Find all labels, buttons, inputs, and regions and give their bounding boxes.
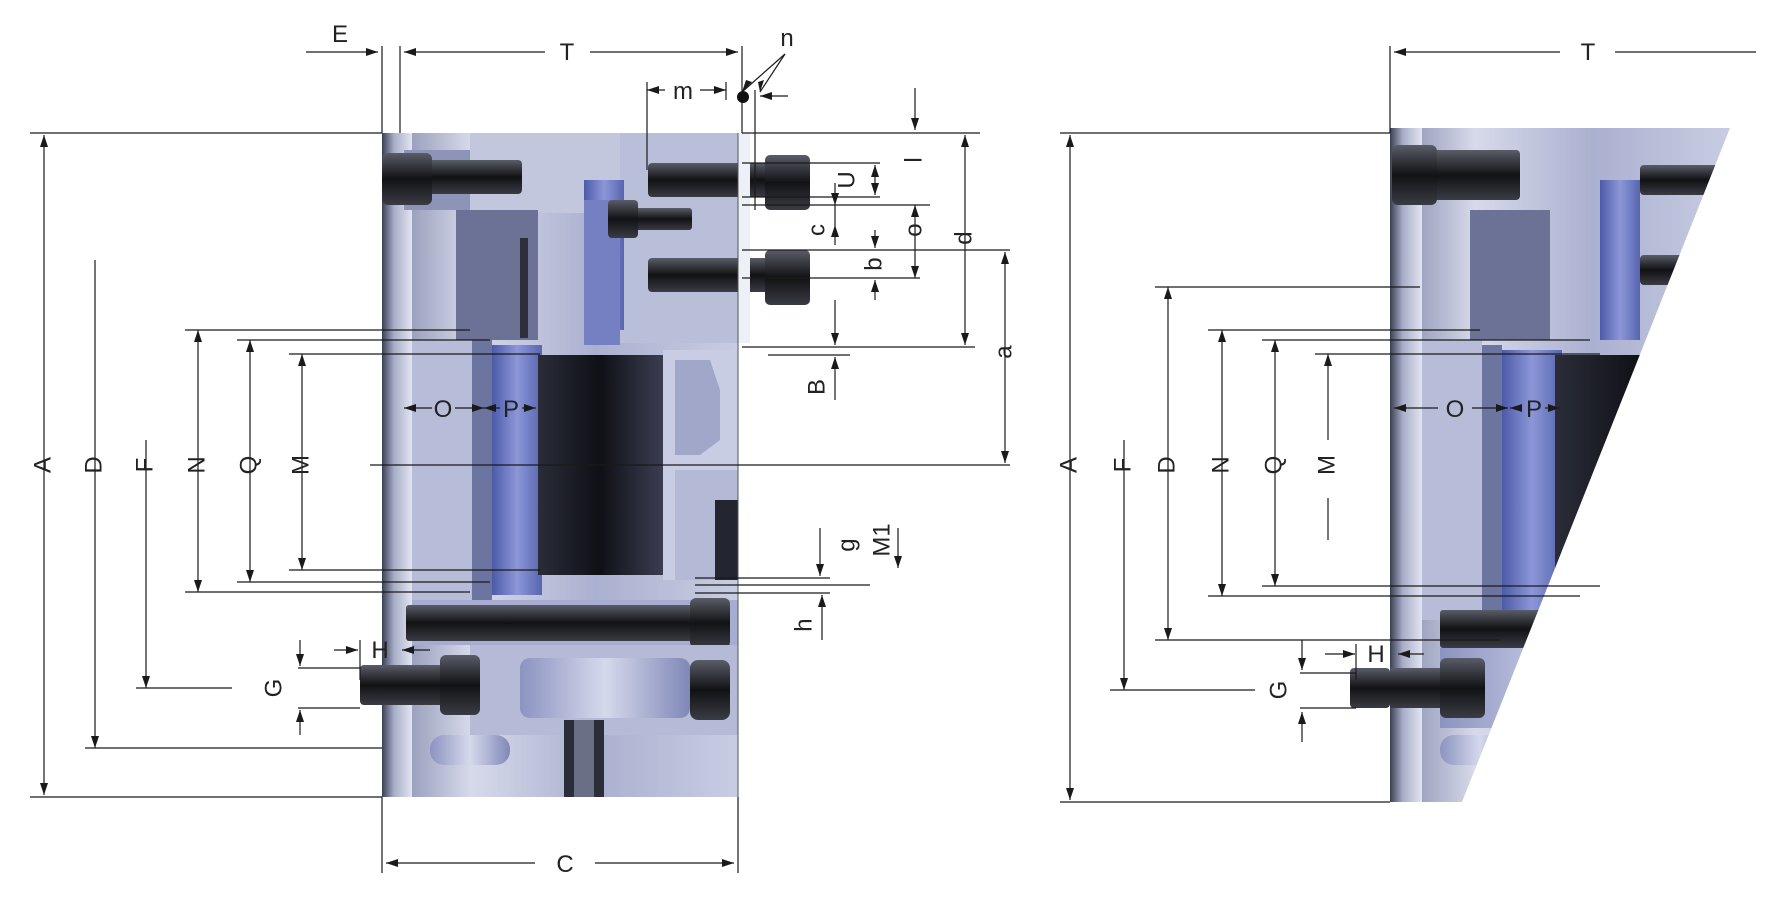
right-label-H: H [1367, 641, 1384, 668]
label-b: b [860, 257, 887, 270]
label-a: a [990, 345, 1017, 359]
left-labels: A D F N Q M E T C O P H G n m l U o c b … [29, 21, 1017, 878]
right-label-Q: Q [1260, 456, 1287, 475]
label-N: N [183, 456, 210, 473]
right-label-G: G [1265, 681, 1292, 700]
arrowheads [40, 48, 1560, 867]
label-E: E [332, 21, 348, 48]
left-chuck-body [360, 133, 810, 797]
label-U: U [833, 171, 860, 188]
label-A: A [29, 457, 56, 473]
label-D: D [80, 456, 107, 473]
right-label-A: A [1055, 457, 1082, 473]
label-g: g [833, 538, 860, 551]
right-label-F: F [1109, 458, 1136, 473]
right-label-M: M [1313, 455, 1340, 475]
label-O: O [434, 396, 453, 423]
label-Q: Q [235, 456, 262, 475]
right-label-N: N [1207, 456, 1234, 473]
label-C: C [556, 851, 573, 878]
label-n: n [780, 25, 793, 52]
label-h: h [790, 618, 817, 631]
label-M: M [287, 455, 314, 475]
label-H: H [371, 637, 388, 664]
right-label-P: P [1526, 396, 1542, 423]
right-labels: A F D N Q M T O P H G [1055, 39, 1595, 699]
label-c: c [803, 224, 830, 236]
label-o: o [900, 223, 927, 236]
label-m: m [673, 78, 693, 105]
label-P: P [503, 396, 519, 423]
right-chuck-body [1390, 128, 1730, 802]
label-T: T [560, 39, 575, 66]
right-label-T: T [1581, 39, 1596, 66]
right-mounting-bolt [1350, 668, 1390, 708]
right-label-O: O [1446, 396, 1465, 423]
label-G: G [260, 679, 287, 698]
n-reference-dot [737, 91, 749, 103]
dimension-lines [30, 46, 1756, 873]
label-B: B [803, 379, 830, 395]
label-M1: M1 [868, 523, 895, 556]
right-label-D: D [1153, 456, 1180, 473]
label-F: F [131, 458, 158, 473]
label-d: d [950, 231, 977, 244]
label-l: l [900, 157, 927, 162]
